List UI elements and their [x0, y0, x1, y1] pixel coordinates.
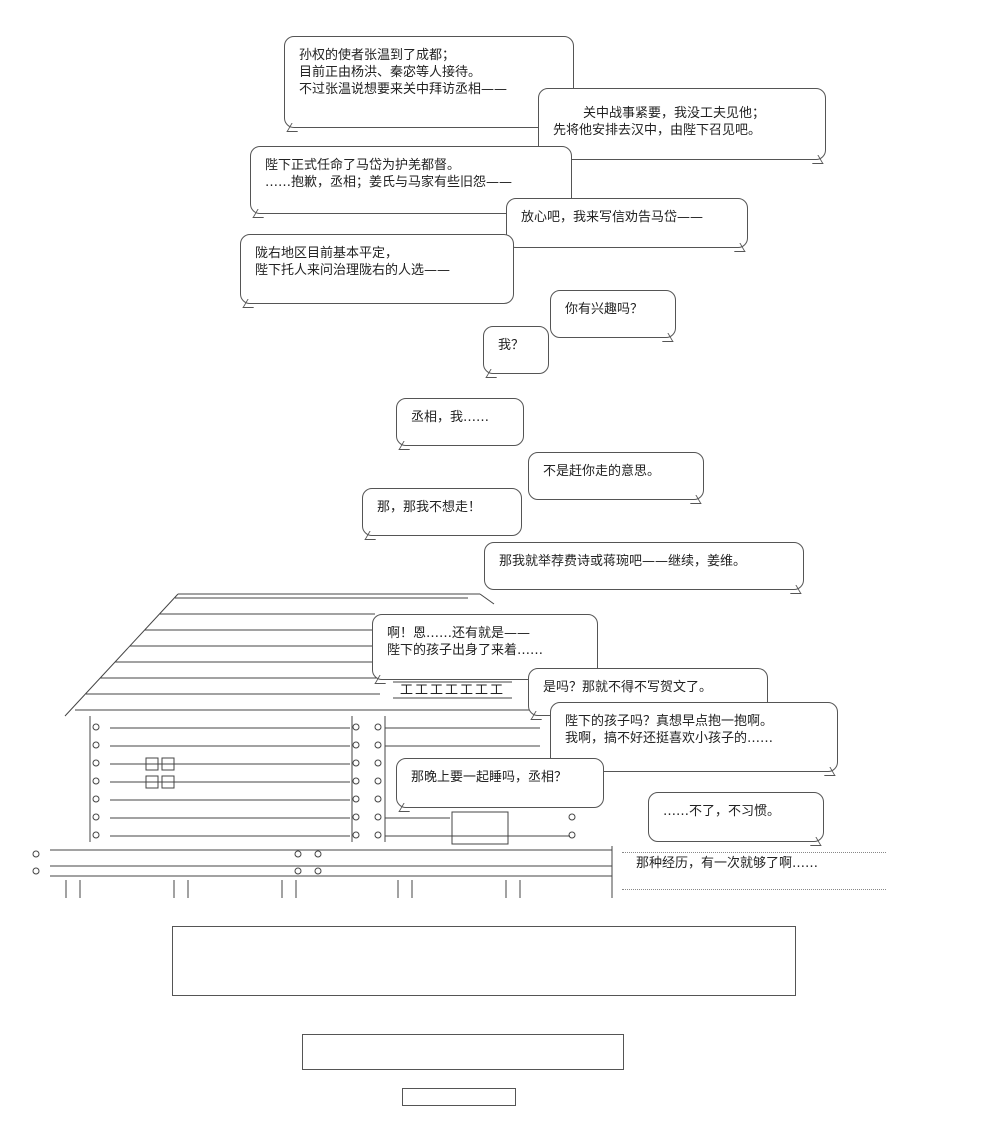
empty-frame-large [172, 926, 796, 996]
bubble-line: 孙权的使者张温到了成都； [299, 48, 456, 63]
bubble-line: 我啊，搞不好还挺喜欢小孩子的…… [565, 731, 774, 746]
speech-bubble-8: 丞相，我…… [396, 398, 524, 446]
speech-bubble-6: 你有兴趣吗？ [550, 290, 676, 338]
bubble-line: 陛下托人来问治理陇右的人选—— [255, 263, 451, 278]
bubble-line: 我？ [498, 338, 525, 353]
bubble-line: ……不了，不习惯。 [663, 804, 781, 819]
speech-bubble-10: 那，那我不想走！ [362, 488, 522, 536]
bubble-line: 放心吧，我来写信劝告马岱—— [521, 210, 704, 225]
bubble-line: 丞相，我…… [411, 410, 490, 425]
bubble-line: ……抱歉，丞相；姜氏与马家有些旧怨—— [265, 175, 513, 190]
bubble-line: 不是赶你走的意思。 [543, 464, 661, 479]
empty-frame-small [402, 1088, 516, 1106]
bubble-line: 陛下正式任命了马岱为护羌都督。 [265, 158, 461, 173]
speech-bubble-5: 陇右地区目前基本平定， 陛下托人来问治理陇右的人选—— [240, 234, 514, 304]
speech-bubble-4: 放心吧，我来写信劝告马岱—— [506, 198, 748, 248]
bubble-line: 那，那我不想走！ [377, 500, 482, 515]
speech-bubble-9: 不是赶你走的意思。 [528, 452, 704, 500]
bubble-line: 你有兴趣吗？ [565, 302, 644, 317]
bubble-line: 陇右地区目前基本平定， [255, 246, 399, 261]
narration-box: 那种经历，有一次就够了啊…… [622, 852, 886, 890]
bubble-line: 目前正由杨洪、秦宓等人接待。 [299, 65, 482, 80]
bubble-line: 是吗？那就不得不写贺文了。 [543, 680, 713, 695]
speech-bubble-15: 那晚上要一起睡吗，丞相？ [396, 758, 604, 808]
roof-courses [75, 597, 540, 711]
bubble-line: 啊！恩……还有就是—— [387, 626, 531, 641]
bubble-line: 先将他安排去汉中，由陛下召见吧。 [553, 123, 762, 138]
bubble-line: 那我就举荐费诗或蒋琬吧——继续，姜维。 [499, 554, 747, 569]
bubble-line: 陛下的孩子吗？真想早点抱一抱啊。 [565, 714, 774, 729]
empty-frame-medium [302, 1034, 624, 1070]
bubble-line: 陛下的孩子出身了来着…… [387, 643, 544, 658]
speech-bubble-7: 我？ [483, 326, 549, 374]
narration-text: 那种经历，有一次就够了啊…… [636, 856, 819, 871]
speech-bubble-11: 那我就举荐费诗或蒋琬吧——继续，姜维。 [484, 542, 804, 590]
speech-bubble-16: ……不了，不习惯。 [648, 792, 824, 842]
bubble-line: 关中战事紧要，我没工夫见他； [583, 106, 766, 121]
bubble-line: 那晚上要一起睡吗，丞相？ [411, 770, 568, 785]
speech-bubble-1: 孙权的使者张温到了成都； 目前正由杨洪、秦宓等人接待。 不过张温说想要来关中拜访… [284, 36, 574, 128]
house-sign: 工工工工工工工 [400, 683, 506, 698]
wall-courses [110, 727, 570, 837]
bubble-line: 不过张温说想要来关中拜访丞相—— [299, 82, 508, 97]
speech-bubble-2: 关中战事紧要，我没工夫见他； 先将他安排去汉中，由陛下召见吧。 [538, 88, 826, 160]
